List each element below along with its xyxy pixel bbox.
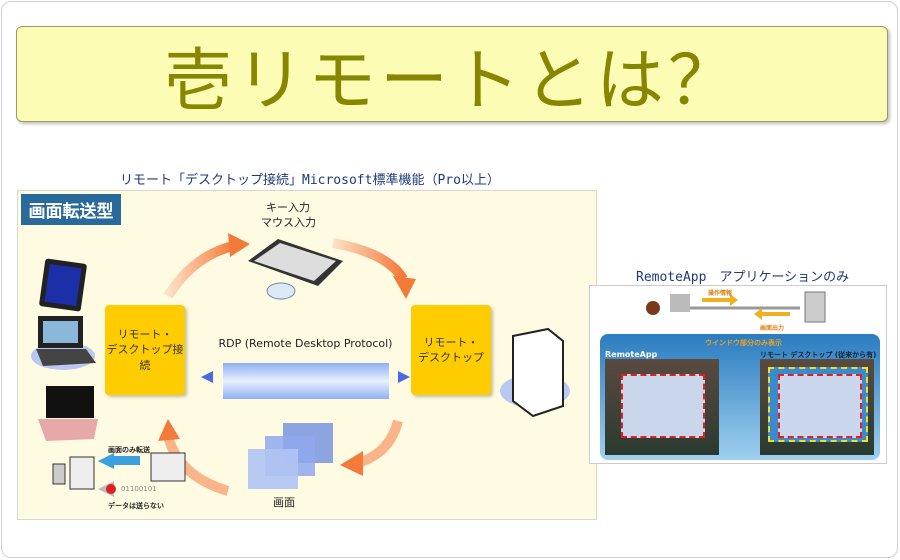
laptop-icon: [31, 316, 96, 370]
client-box: リモート・デスクトップ接続: [105, 305, 185, 395]
server-small-icon: [804, 291, 826, 323]
rd-label: リモート デスクトップ (従来から有): [760, 351, 877, 359]
mouse-icon: [266, 282, 296, 300]
host-box-line1: リモート・: [423, 335, 479, 349]
rd-app-window: [778, 374, 862, 438]
arrow-down-left: [163, 434, 230, 496]
server-icon: [500, 327, 570, 418]
op-info-label: 操作情報: [708, 290, 733, 297]
remoteapp-topology: [646, 291, 826, 323]
monitors-icon: [248, 423, 333, 489]
window-only-label: ウインドウ部分のみ表示: [705, 339, 782, 347]
pc-icon: [670, 294, 690, 312]
remoteapp-screenshot: [605, 359, 719, 455]
arrow-right-icon: [398, 371, 410, 383]
protocol-label: RDP (Remote Desktop Protocol): [218, 337, 393, 350]
host-box-line2: デスクトップ: [418, 351, 484, 364]
arrow-left-icon: [201, 371, 213, 383]
mouse-input-label: マウス入力: [261, 216, 316, 229]
no-data-label: データは送らない: [108, 502, 164, 510]
diagram-tag: 画面転送型: [21, 194, 121, 225]
screen-transfer-diagram: 画面転送型 キー入力 マウス入力 リモート・デスクトップ接続 リモート・デスクト…: [17, 190, 597, 520]
slide-title: 壱リモートとは？: [163, 41, 740, 121]
key-input-label: キー入力: [266, 201, 310, 214]
tablet-icon: [39, 258, 87, 312]
bits-label: 01100101: [121, 485, 157, 493]
arrow-down-right: [356, 419, 403, 468]
remoteapp-diagram: 操作情報 画面出力 ウインドウ部分のみ表示 RemoteApp リモート デスク…: [589, 285, 887, 464]
left-caption: リモート「デスクトップ接続」Microsoft標準機能（Pro以上）: [120, 173, 500, 188]
client-box-line2: デスクトップ接続: [106, 343, 184, 372]
title-box: 壱リモートとは？: [16, 26, 888, 122]
host-box: リモート・デスクトップ: [411, 305, 491, 395]
screen-only-label: 画面のみ転送: [108, 446, 150, 454]
right-caption: RemoteApp アプリケーションのみ: [636, 270, 850, 285]
flow-arrows: [31, 233, 570, 497]
data-transfer-illustration: [52, 452, 186, 497]
remoteapp-label: RemoteApp: [605, 350, 658, 359]
screen-label: 画面: [273, 496, 295, 509]
macbook-icon: [38, 386, 98, 441]
remoteapp-panel: ウインドウ部分のみ表示 RemoteApp リモート デスクトップ (従来から有…: [600, 334, 880, 460]
screen-out-label: 画面出力: [760, 325, 785, 332]
user-icon: [646, 301, 660, 315]
client-box-line1: リモート・: [117, 327, 173, 341]
keyboard-icon: [248, 239, 343, 286]
arrow-up-left: [163, 241, 235, 299]
rd-screenshot: [760, 359, 874, 455]
app-window: [621, 374, 705, 438]
arrow-up-right: [332, 238, 408, 282]
rdp-pipe: [223, 363, 389, 399]
